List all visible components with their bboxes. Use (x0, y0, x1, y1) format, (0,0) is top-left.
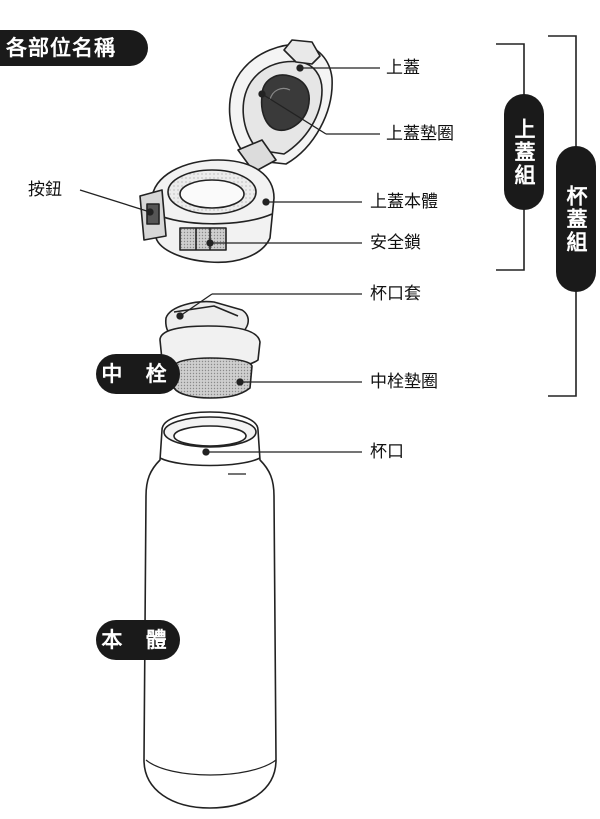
label-mouth: 杯口 (370, 442, 404, 462)
group-lid-assembly: 上蓋組 (504, 94, 544, 210)
label-button: 按鈕 (28, 180, 62, 200)
group-cup-lid-assembly: 杯蓋組 (556, 146, 596, 292)
leader-lines (79, 64, 380, 456)
label-lid: 上蓋 (386, 58, 420, 78)
bottle-body-part (143, 411, 277, 809)
label-lid-gasket: 上蓋墊圈 (386, 124, 454, 144)
label-lid-body: 上蓋本體 (370, 192, 438, 212)
lid-body-part (139, 159, 275, 264)
group-body: 本 體 (96, 620, 180, 660)
label-center-plug-gasket: 中栓墊圈 (370, 372, 438, 392)
lid-part (228, 39, 333, 173)
group-center-plug: 中 栓 (96, 354, 180, 394)
label-mouthpiece-cover: 杯口套 (370, 284, 421, 304)
label-safety-lock: 安全鎖 (370, 233, 421, 253)
page-title: 各部位名稱 (0, 30, 148, 66)
